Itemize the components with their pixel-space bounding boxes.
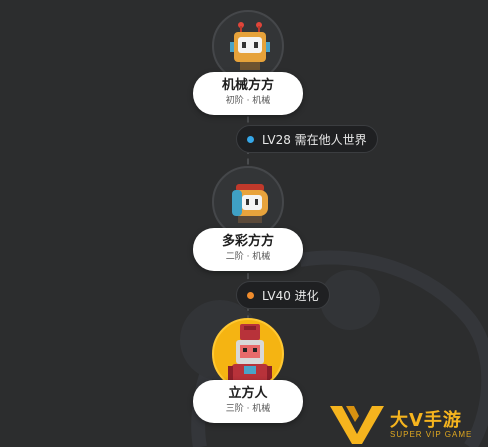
status-dot [247, 135, 254, 143]
requirement-label: LV40 进化 [262, 288, 319, 303]
robot-capsule-icon [232, 184, 268, 223]
evolution-requirement: LV28 需在他人世界 [236, 125, 378, 153]
stage-card: 立方人 三阶 · 机械 [193, 380, 303, 423]
stage-avatar-current [212, 318, 284, 390]
stage-subtitle: 三阶 · 机械 [225, 404, 271, 414]
watermark-title: 大V手游 [390, 410, 462, 431]
stage-subtitle: 二阶 · 机械 [225, 252, 271, 262]
status-dot [247, 291, 254, 299]
robot-square-icon [230, 22, 270, 70]
evolution-stage-1[interactable]: 机械方方 初阶 · 机械 [0, 8, 488, 128]
stage-name: 立方人 [228, 386, 268, 401]
requirement-label: LV28 需在他人世界 [262, 132, 367, 147]
stage-name: 机械方方 [221, 78, 274, 93]
stage-name: 多彩方方 [221, 234, 274, 249]
watermark-subtitle: SUPER VIP GAME [390, 430, 473, 439]
stage-subtitle: 初阶 · 机械 [225, 96, 271, 106]
v-logo-icon [330, 406, 384, 444]
stage-card: 机械方方 初阶 · 机械 [193, 72, 303, 115]
watermark-logo: 大V手游 SUPER VIP GAME [328, 402, 488, 447]
evolution-stage-3[interactable]: 立方人 三阶 · 机械 [0, 316, 488, 436]
robot-cube-man-icon [228, 324, 272, 384]
stage-avatar [212, 10, 284, 82]
evolution-requirement: LV40 进化 [236, 281, 330, 309]
stage-card: 多彩方方 二阶 · 机械 [193, 228, 303, 271]
evolution-stage-2[interactable]: 多彩方方 二阶 · 机械 [0, 164, 488, 284]
